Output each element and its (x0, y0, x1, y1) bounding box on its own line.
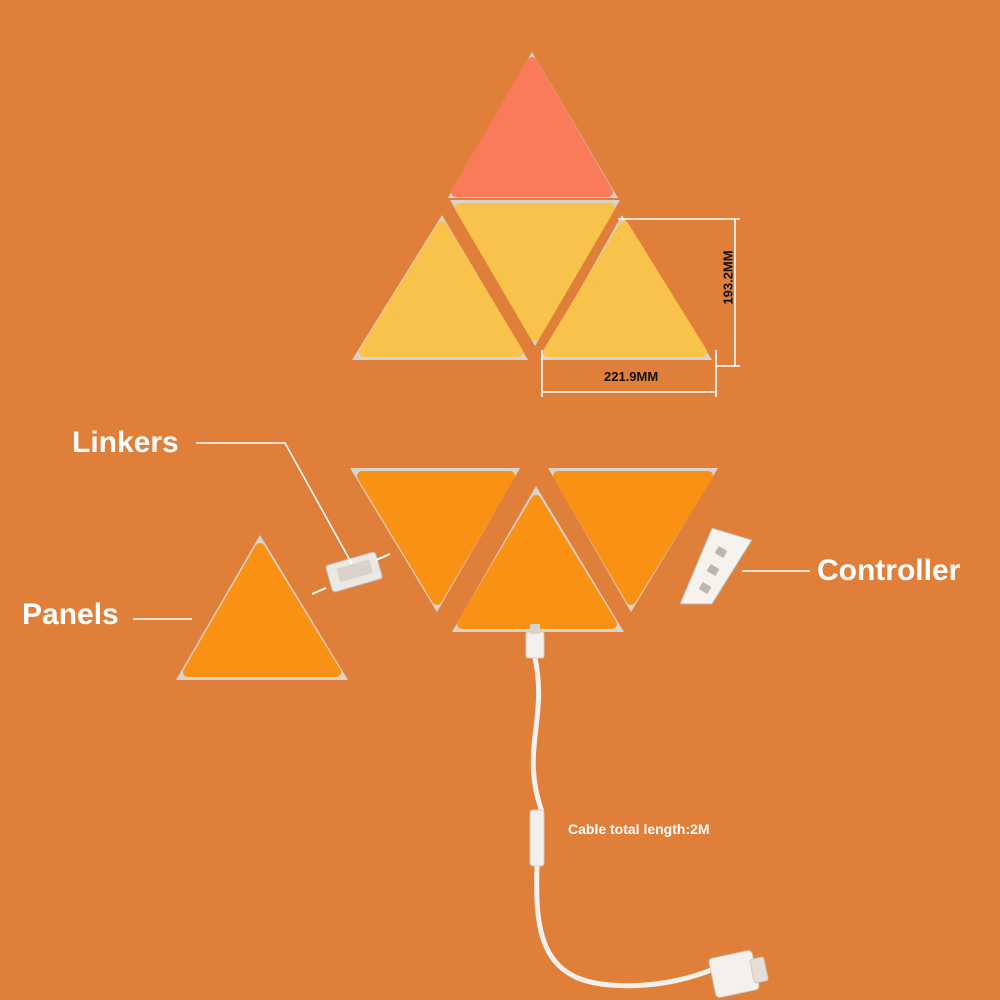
controller-label: Controller (817, 554, 961, 587)
cable-length-label: Cable total length:2M (568, 821, 710, 837)
bottom-panel-assembly (176, 468, 718, 680)
linkers-label: Linkers (72, 426, 179, 459)
panel-orange-single (183, 543, 341, 677)
height-dimension-label: 193.2MM (720, 250, 736, 305)
panel-yellow-right (543, 221, 707, 357)
dimension-lines (541, 218, 740, 397)
panel-yellow-center (455, 203, 615, 341)
linker-connector (311, 551, 391, 595)
top-panel-assembly (352, 52, 712, 360)
panel-orange-b1 (357, 471, 515, 605)
controller-device (679, 527, 753, 605)
panels-label: Panels (22, 598, 119, 631)
leader-lines (133, 442, 810, 620)
panel-yellow-left (359, 221, 523, 357)
power-cable (525, 624, 769, 998)
width-dimension-label: 221.9MM (604, 369, 659, 384)
panel-red (451, 57, 613, 197)
panel-orange-b2 (553, 471, 713, 605)
